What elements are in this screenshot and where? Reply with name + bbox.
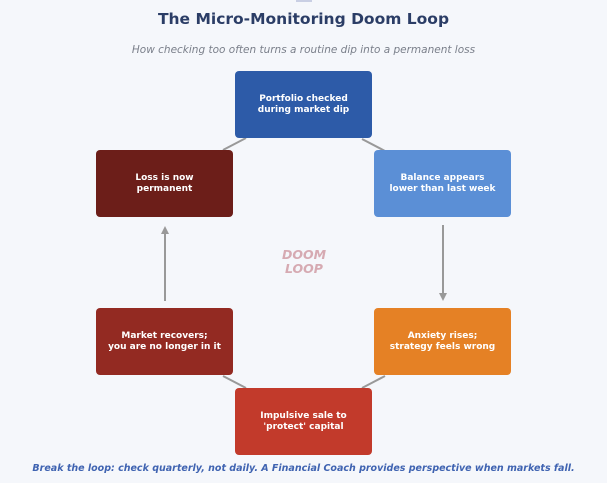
connector-loss-to-portfolio	[222, 137, 247, 151]
connector-portfolio-to-balance	[361, 138, 386, 152]
node-label-line: 'protect' capital	[263, 421, 344, 432]
node-label-line: Impulsive sale to	[260, 410, 347, 421]
node-label-line: Anxiety rises;	[407, 330, 478, 341]
node-label-line: during market dip	[257, 104, 350, 115]
node-label-line: permanent	[136, 183, 193, 194]
center-label-line: DOOM	[281, 247, 327, 262]
page-subtitle: How checking too often turns a routine d…	[131, 44, 476, 56]
node-label-line: Balance appears	[400, 172, 485, 183]
node-label-line: strategy feels wrong	[389, 341, 496, 352]
footer-note: Break the loop: check quarterly, not dai…	[32, 463, 575, 474]
node-anxiety-rises: Anxiety rises;strategy feels wrong	[374, 308, 511, 375]
connector-sale-to-recovers	[222, 375, 247, 389]
node-market-recovers: Market recovers;you are no longer in it	[96, 308, 233, 375]
node-label-line: Portfolio checked	[259, 93, 348, 104]
node-impulsive-sale: Impulsive sale to'protect' capital	[235, 388, 372, 455]
center-label: DOOM LOOP	[254, 248, 354, 276]
page-title: The Micro-Monitoring Doom Loop	[157, 10, 450, 28]
node-label-line: lower than last week	[389, 183, 496, 194]
node-label-line: Market recovers;	[121, 330, 208, 341]
node-label-line: you are no longer in it	[108, 341, 221, 352]
top-edge-mark	[296, 0, 312, 2]
node-label-line: Loss is now	[135, 172, 194, 183]
connector-anxiety-to-sale	[361, 375, 386, 389]
center-label-line: LOOP	[285, 261, 323, 276]
